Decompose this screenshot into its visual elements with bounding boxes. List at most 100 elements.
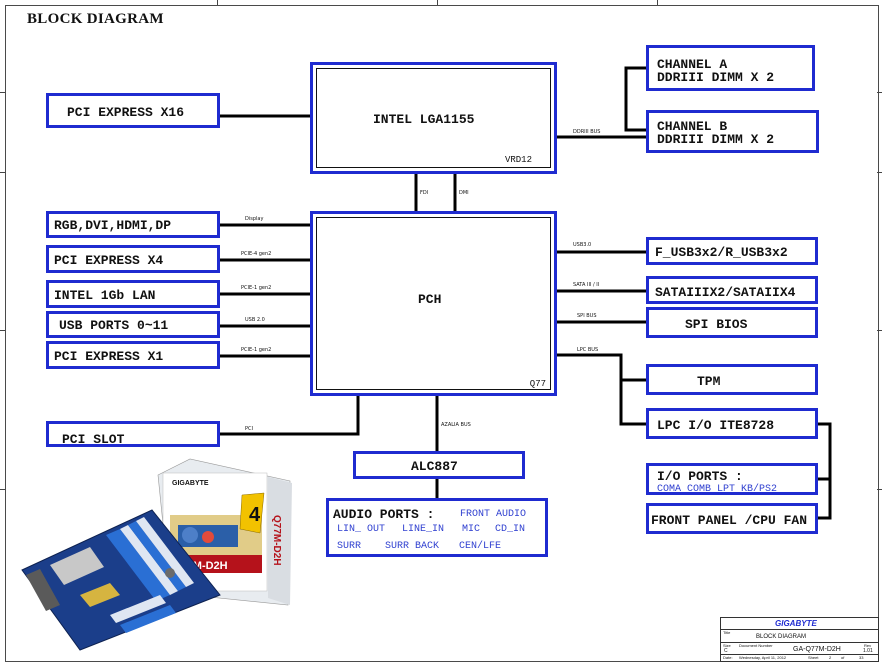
title-block-date-value: Wednesday, April 11, 2012 <box>739 655 787 660</box>
pci-bus-label: PCI <box>245 426 253 432</box>
audio-linein-label: LINE_IN <box>402 524 445 535</box>
display-block: RGB,DVI,HDMI,DP <box>46 211 220 238</box>
usb-ports-block: USB PORTS 0~11 <box>46 311 220 338</box>
sata-label: SATAIIIX2/SATAIIX4 <box>655 285 796 300</box>
front-panel-label: FRONT PANEL /CPU FAN <box>651 513 808 528</box>
audio-surrback-label: SURR BACK <box>385 541 440 552</box>
display-label: RGB,DVI,HDMI,DP <box>54 218 172 233</box>
pch-block: PCH Q77 <box>310 211 557 396</box>
pch-model-label: Q77 <box>529 379 546 389</box>
border-tick <box>0 172 5 173</box>
border-tick <box>877 330 882 331</box>
usb3-block: F_USB3x2/R_USB3x2 <box>646 237 818 265</box>
title-block-size-label: Size <box>723 643 731 648</box>
channel-b-block: CHANNEL B DDRIII DIMM X 2 <box>646 110 819 153</box>
usb3-label: F_USB3x2/R_USB3x2 <box>655 245 788 260</box>
pcie4-bus-label: PCIE-4 gen2 <box>241 251 272 257</box>
azalia-bus-label: AZALIA BUS <box>441 422 471 428</box>
cpu-vrd-label: VRD12 <box>504 155 532 165</box>
border-tick <box>877 92 882 93</box>
sata-block: SATAIIIX2/SATAIIX4 <box>646 276 818 304</box>
border-tick <box>0 330 5 331</box>
pch-inner-outline <box>316 217 551 390</box>
retail-box-badge: 4 <box>249 504 261 526</box>
title-block-company: GIGABYTE <box>775 619 817 628</box>
border-tick <box>217 0 218 5</box>
audio-lineout-label: LIN_ OUT <box>337 524 386 535</box>
ddr-bus-label: DDRIII BUS <box>573 129 601 135</box>
codec-label: ALC887 <box>411 459 458 474</box>
lpc-bus-label: LPC BUS <box>577 347 599 353</box>
pci-slot-label: PCI SLOT <box>62 432 125 447</box>
io-ports-title: I/O PORTS : <box>657 469 743 484</box>
tpm-block: TPM <box>646 364 818 395</box>
retail-box-side-model: Q77M-D2H <box>271 515 282 566</box>
retail-box-brand: GIGABYTE <box>172 480 209 487</box>
lpc-io-label: LPC I/O ITE8728 <box>657 418 775 433</box>
fdi-bus-label: FDI <box>420 190 429 196</box>
channel-a-title: CHANNEL A <box>657 57 728 72</box>
lan-block: INTEL 1Gb LAN <box>46 280 220 308</box>
audio-ports-block: AUDIO PORTS : FRONT AUDIO LIN_ OUT LINE_… <box>326 498 548 557</box>
pcie-x16-block: PCI EXPRESS X16 <box>46 93 220 128</box>
audio-surr-label: SURR <box>337 541 362 552</box>
wire-pci <box>219 396 360 436</box>
title-block-sheet-value: 2 <box>829 655 832 660</box>
pcie-x4-block: PCI EXPRESS X4 <box>46 245 220 273</box>
spi-bus-label: SPI BUS <box>577 313 597 319</box>
title-block-sheet-label: Sheet <box>808 655 819 660</box>
codec-block: ALC887 <box>353 451 525 479</box>
wire-tpm <box>556 353 647 382</box>
title-block-divider <box>721 654 878 655</box>
usb2-bus-label: USB 2.0 <box>245 317 265 323</box>
border-tick <box>0 92 5 93</box>
audio-cenlfe-label: CEN/LFE <box>459 541 502 552</box>
channel-b-title: CHANNEL B <box>657 119 728 134</box>
wire-lpc <box>619 380 647 426</box>
title-block-date-label: Date: <box>723 655 733 660</box>
product-illustration: GIGABYTE Q77M-D2H 4 Q77M-D2H <box>21 458 292 651</box>
title-block: GIGABYTE Title BLOCK DIAGRAM Size C Docu… <box>720 617 879 662</box>
title-block-rev-value: 1.01 <box>863 648 873 654</box>
tpm-label: TPM <box>697 374 721 389</box>
pcie-x1-block: PCI EXPRESS X1 <box>46 341 220 369</box>
pcie1-lan-bus-label: PCIE-1 gen2 <box>241 285 272 291</box>
wire-ddr-channels <box>624 66 647 132</box>
border-tick <box>877 489 882 490</box>
cpu-label: INTEL LGA1155 <box>373 112 475 127</box>
title-block-docnum-label: Document Number <box>739 643 773 648</box>
audio-front-label: FRONT AUDIO <box>460 509 527 520</box>
pci-slot-block: PCI SLOT <box>46 421 220 447</box>
pcie-x4-label: PCI EXPRESS X4 <box>54 253 164 268</box>
lan-label: INTEL 1Gb LAN <box>54 288 156 303</box>
front-panel-block: FRONT PANEL /CPU FAN <box>646 503 818 534</box>
cpu-block: INTEL LGA1155 VRD12 <box>310 62 557 174</box>
spi-bios-label: SPI BIOS <box>685 317 748 332</box>
title-block-docnum-value: GA-Q77M-D2H <box>793 646 841 653</box>
border-tick <box>657 0 658 5</box>
usb30-bus-label: USB3.0 <box>573 242 592 248</box>
pcie-x1-label: PCI EXPRESS X1 <box>54 349 164 364</box>
motherboard-image <box>21 509 221 651</box>
cpu-inner-outline <box>316 68 551 168</box>
page-title: BLOCK DIAGRAM <box>27 11 164 27</box>
channel-a-block: CHANNEL A DDRIII DIMM X 2 <box>646 45 815 91</box>
title-block-title-value: BLOCK DIAGRAM <box>756 634 807 640</box>
lpc-io-block: LPC I/O ITE8728 <box>646 408 818 439</box>
usb-ports-label: USB PORTS 0~11 <box>59 318 169 333</box>
border-frame <box>5 5 879 662</box>
title-block-of-label: of <box>841 655 845 660</box>
dmi-bus-label: DMI <box>459 190 469 196</box>
audio-mic-label: MIC <box>462 524 481 535</box>
title-block-divider <box>721 642 878 643</box>
audio-cdin-label: CD_IN <box>495 524 526 535</box>
pcie-x16-label: PCI EXPRESS X16 <box>67 105 185 120</box>
title-block-title-label: Title <box>723 630 731 635</box>
title-block-rev-label: Rev <box>864 643 872 648</box>
border-tick <box>0 489 5 490</box>
sata-bus-label: SATA III / II <box>573 282 600 288</box>
wire-superio-right <box>817 422 832 520</box>
border-tick <box>437 0 438 5</box>
io-ports-list: COMA COMB LPT KB/PS2 <box>657 484 778 495</box>
